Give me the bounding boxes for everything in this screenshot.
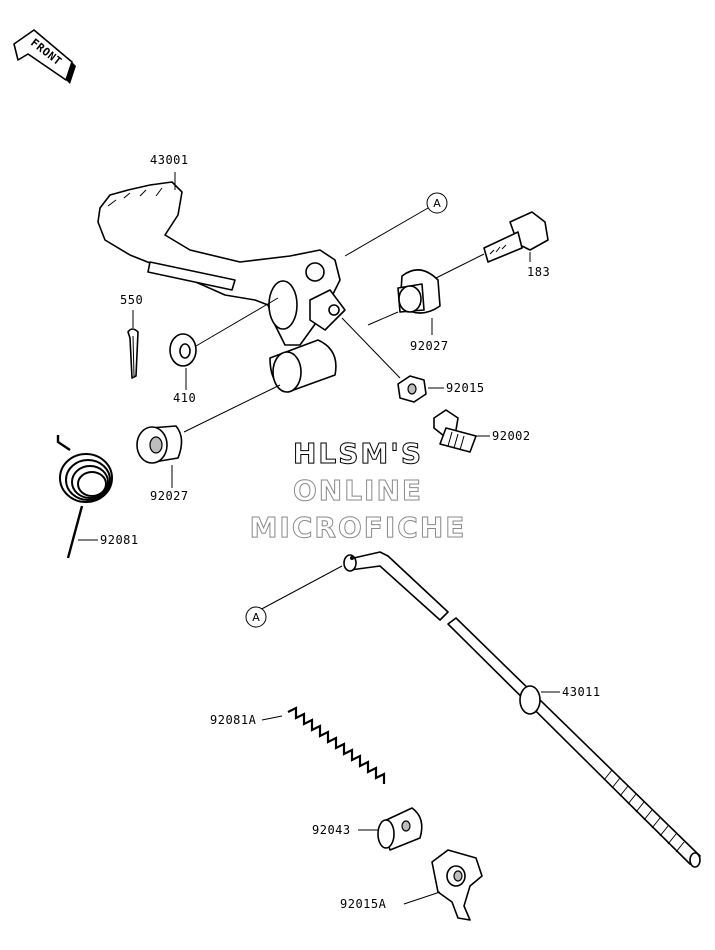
part-label-410: 410 xyxy=(173,391,196,405)
return-spring-92081 xyxy=(56,435,113,559)
part-label-92043: 92043 xyxy=(312,823,351,837)
part-label-550: 550 xyxy=(120,293,143,307)
part-label-92027-right: 92027 xyxy=(410,339,449,353)
part-label-92015a: 92015A xyxy=(340,897,387,911)
washer-410 xyxy=(169,333,197,367)
cotter-pin-550 xyxy=(127,328,139,379)
part-label-92081: 92081 xyxy=(100,533,139,547)
svg-text:A: A xyxy=(252,611,260,624)
nut-92015 xyxy=(397,375,427,403)
part-label-43011: 43011 xyxy=(562,685,601,699)
part-label-92081a: 92081A xyxy=(210,713,257,727)
part-label-43001: 43001 xyxy=(150,153,189,167)
reference-mark-a-bottom: A xyxy=(245,606,267,628)
watermark-line-2: ONLINE xyxy=(293,474,423,507)
joint-92043 xyxy=(377,807,423,851)
collar-92027-right xyxy=(397,269,441,314)
part-label-92002: 92002 xyxy=(492,429,531,443)
part-label-92027-left: 92027 xyxy=(150,489,189,503)
watermark: HLSM'S ONLINE MICROFICHE xyxy=(249,437,467,545)
watermark-line-1: HLSM'S xyxy=(293,437,423,470)
brake-rod-43011 xyxy=(343,551,701,868)
adjusting-nut-92015a xyxy=(431,849,483,921)
reference-mark-a-top: A xyxy=(426,192,448,214)
bolt-92002 xyxy=(433,409,477,453)
spring-92081a xyxy=(287,706,386,784)
part-label-183: 183 xyxy=(527,265,550,279)
brake-pedal-43001 xyxy=(97,181,346,393)
svg-text:A: A xyxy=(433,197,441,210)
part-label-92015: 92015 xyxy=(446,381,485,395)
front-arrow-icon: FRONT xyxy=(13,29,76,84)
watermark-line-3: MICROFICHE xyxy=(250,511,467,544)
collar-92027-left xyxy=(136,425,183,464)
pivot-bolt-183 xyxy=(483,211,549,263)
